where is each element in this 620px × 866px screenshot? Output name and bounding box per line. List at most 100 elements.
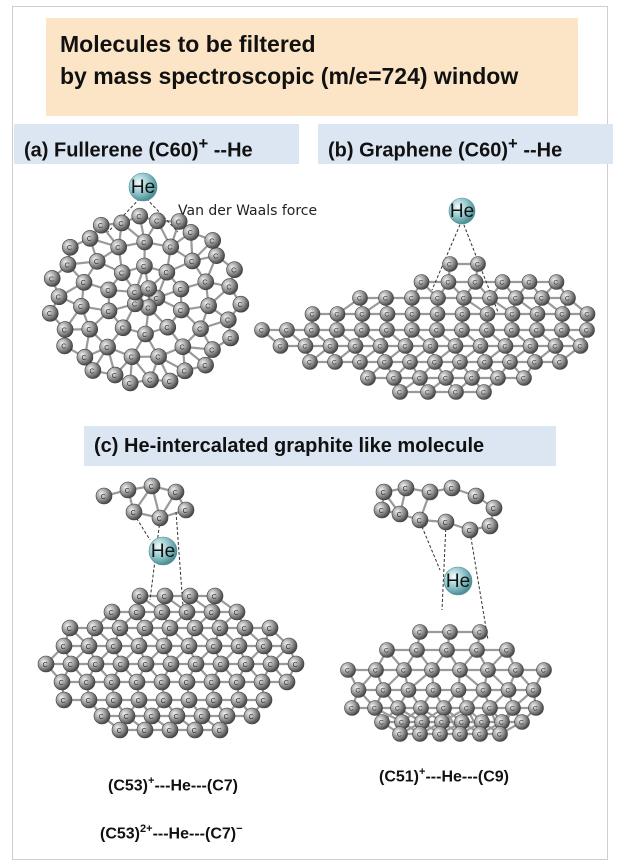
svg-text:C: C	[92, 624, 97, 633]
carbon-atom: C	[61, 238, 79, 256]
svg-text:C: C	[61, 642, 66, 651]
svg-text:C: C	[112, 371, 117, 380]
title-line-2: by mass spectroscopic (m/e=724) window	[60, 63, 519, 89]
carbon-atom: C	[130, 637, 148, 655]
svg-text:C: C	[119, 269, 124, 278]
carbon-atom: C	[438, 370, 454, 386]
carbon-atom: C	[505, 700, 521, 716]
carbon-atom: C	[420, 384, 436, 400]
svg-text:C: C	[307, 360, 312, 367]
svg-text:C: C	[178, 285, 183, 294]
carbon-atom: C	[222, 329, 239, 347]
svg-text:He: He	[151, 541, 175, 562]
svg-text:C: C	[186, 696, 191, 705]
svg-text:C: C	[141, 262, 146, 271]
svg-text:C: C	[559, 328, 564, 335]
carbon-atom: C	[211, 721, 229, 739]
svg-text:C: C	[534, 328, 539, 335]
carbon-atom: C	[149, 212, 166, 230]
svg-text:C: C	[491, 504, 496, 513]
carbon-atom: C	[508, 662, 524, 678]
svg-text:C: C	[334, 328, 339, 335]
carbon-atom: C	[508, 290, 524, 306]
svg-text:C: C	[118, 219, 123, 228]
svg-text:C: C	[357, 296, 362, 303]
carbon-atom: C	[404, 306, 421, 322]
svg-text:C: C	[391, 376, 396, 383]
svg-text:C: C	[184, 608, 189, 617]
svg-text:C: C	[417, 732, 422, 739]
svg-text:C: C	[487, 706, 492, 713]
carbon-atom: C	[302, 354, 318, 370]
svg-text:C: C	[509, 312, 514, 319]
carbon-atom: C	[143, 707, 161, 725]
carbon-atom: C	[112, 655, 130, 673]
carbon-atom: C	[84, 362, 102, 379]
svg-text:C: C	[259, 678, 264, 687]
carbon-atom: C	[218, 707, 236, 725]
carbon-atom: C	[411, 511, 429, 529]
svg-text:C: C	[382, 360, 387, 367]
carbon-atom: C	[161, 619, 179, 637]
svg-text:C: C	[217, 726, 222, 735]
svg-text:C: C	[209, 678, 214, 687]
carbon-atom: C	[140, 280, 158, 297]
carbon-atom: C	[168, 707, 186, 725]
carbon-atom: C	[479, 322, 495, 338]
svg-text:C: C	[441, 706, 446, 713]
svg-text:C: C	[120, 324, 125, 333]
svg-text:C: C	[559, 312, 564, 319]
carbon-atom: C	[204, 232, 222, 249]
carbon-atom: C	[88, 253, 106, 270]
carbon-atom: C	[78, 673, 96, 691]
svg-text:C: C	[302, 344, 307, 351]
svg-text:C: C	[173, 488, 178, 497]
carbon-atom: C	[137, 655, 155, 673]
svg-text:C: C	[379, 720, 384, 727]
svg-text:C: C	[149, 482, 154, 491]
svg-text:C: C	[218, 660, 223, 669]
svg-text:C: C	[137, 592, 142, 601]
carbon-atom: C	[554, 322, 570, 338]
carbon-atom: C	[80, 637, 98, 655]
svg-text:C: C	[509, 328, 514, 335]
carbon-atom: C	[262, 655, 280, 673]
carbon-atom: C	[329, 322, 345, 338]
svg-text:C: C	[519, 720, 524, 727]
svg-text:C: C	[193, 660, 198, 669]
carbon-atom: C	[178, 603, 196, 621]
carbon-atom: C	[55, 691, 73, 709]
svg-text:C: C	[68, 660, 73, 669]
svg-text:C: C	[418, 280, 423, 287]
svg-text:C: C	[437, 732, 442, 739]
carbon-atom: C	[469, 642, 485, 658]
carbon-atom: C	[413, 274, 430, 290]
svg-text:C: C	[467, 526, 472, 535]
svg-text:C: C	[142, 330, 147, 339]
carbon-atom: C	[482, 700, 498, 716]
carbon-atom: C	[182, 224, 200, 241]
carbon-atom: C	[529, 306, 546, 322]
carbon-atom: C	[230, 637, 248, 655]
svg-text:C: C	[142, 624, 147, 633]
formula-c53-plus: (C53)+---He---(C7)	[108, 775, 238, 795]
svg-text:C: C	[192, 726, 197, 735]
svg-text:C: C	[449, 484, 454, 493]
carbon-atom: C	[440, 274, 457, 290]
svg-text:He: He	[450, 201, 474, 222]
svg-text:C: C	[445, 280, 450, 287]
carbon-atom: C	[347, 338, 364, 354]
svg-text:C: C	[472, 280, 477, 287]
carbon-atom: C	[161, 721, 179, 739]
carbon-atom: C	[128, 673, 146, 691]
svg-text:C: C	[434, 312, 439, 319]
carbon-atom: C	[572, 338, 589, 354]
svg-text:C: C	[224, 712, 229, 721]
svg-text:C: C	[584, 312, 589, 319]
carbon-atom: C	[327, 354, 343, 370]
carbon-atom: C	[500, 682, 517, 698]
carbon-atom: C	[425, 682, 442, 698]
svg-text:C: C	[67, 624, 72, 633]
svg-text:C: C	[124, 712, 129, 721]
svg-text:C: C	[61, 696, 66, 705]
